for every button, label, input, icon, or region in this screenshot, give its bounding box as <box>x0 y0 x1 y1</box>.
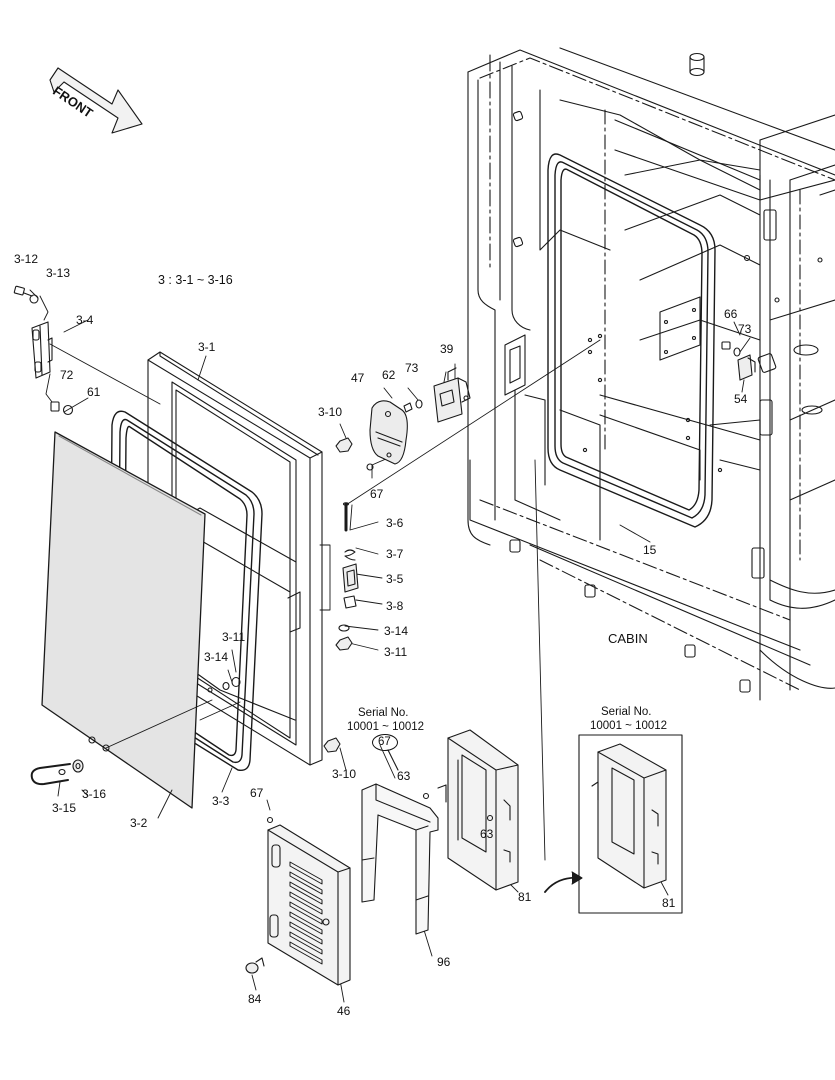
callout-3-8: 3-8 <box>386 599 404 613</box>
u-handle-3-15 <box>30 763 71 786</box>
nut-3-10-top <box>335 437 353 453</box>
washer-61 <box>62 404 74 416</box>
callout-66: 66 <box>724 307 738 321</box>
washer-3-14 <box>338 624 350 632</box>
striker-54 <box>737 354 756 381</box>
callout-15: 15 <box>643 543 657 557</box>
washer-73-left <box>415 399 423 409</box>
callout-3-12: 3-12 <box>14 252 39 266</box>
callout-3-10-bottom: 3-10 <box>332 767 357 781</box>
callout-3-1: 3-1 <box>198 340 216 354</box>
callout-3-7: 3-7 <box>386 547 404 561</box>
glass-seal-3-3 <box>109 410 263 771</box>
storage-box-81-inset <box>591 743 667 889</box>
cabin-label: CABIN <box>608 631 648 646</box>
serial-inset-frame <box>578 734 683 914</box>
callout-67-top: 67 <box>370 487 384 501</box>
callout-3-14-left: 3-14 <box>204 650 229 664</box>
washer-3-13 <box>29 294 39 304</box>
callout-3-13: 3-13 <box>46 266 71 280</box>
washer-73-right <box>733 347 741 357</box>
serial-left-range: 10001 ~ 10012 <box>347 721 425 733</box>
hinge-3-4 <box>31 321 53 379</box>
door-lock-39 <box>433 367 471 423</box>
bolt-66 <box>721 341 731 350</box>
latch-3-5 <box>342 563 359 593</box>
callout-73-right: 73 <box>738 322 752 336</box>
callout-3-2: 3-2 <box>130 816 148 830</box>
callout-67-bottom: 67 <box>250 786 264 800</box>
storage-box-81 <box>422 729 519 891</box>
callout-3-14-right: 3-14 <box>384 624 409 638</box>
callout-81-main: 81 <box>518 890 532 904</box>
circled-part-ring <box>372 734 398 751</box>
knob-84 <box>245 957 265 974</box>
spring-3-7 <box>344 549 356 561</box>
callout-3-11-right: 3-11 <box>384 645 408 659</box>
serial-left-title: Serial No. <box>358 707 409 719</box>
serial-leader <box>387 749 399 771</box>
lock-cover-47 <box>369 400 408 465</box>
callout-3-11-left: 3-11 <box>222 630 246 644</box>
callout-63-left: 63 <box>397 769 411 783</box>
callout-96: 96 <box>437 955 451 969</box>
glass-pane-3-2 <box>41 431 206 809</box>
bolt-3-12 <box>13 285 33 297</box>
nut-3-10-bottom <box>323 737 341 753</box>
callout-3-15: 3-15 <box>52 801 77 815</box>
front-arrow <box>49 67 143 134</box>
serial-left-circled-part: 67 <box>378 736 391 748</box>
stay-96 <box>361 783 439 935</box>
callout-63-box: 63 <box>480 827 494 841</box>
nut-3-16 <box>72 759 84 773</box>
callout-62: 62 <box>382 368 396 382</box>
callout-61: 61 <box>87 385 101 399</box>
callout-39: 39 <box>440 342 454 356</box>
cabin-frame <box>467 47 835 701</box>
nut-3-11 <box>335 636 353 651</box>
serial-right-range: 10001 ~ 10012 <box>590 720 668 732</box>
bolt-72 <box>50 401 60 412</box>
callout-81-inset: 81 <box>662 896 676 910</box>
nut-3-11-lower <box>231 676 241 688</box>
clip-3-8 <box>343 595 357 609</box>
door-seal-15 <box>547 153 716 528</box>
cover-plate-46 <box>266 816 351 986</box>
callout-46: 46 <box>337 1004 351 1018</box>
callout-72: 72 <box>60 368 74 382</box>
callout-73-left: 73 <box>405 361 419 375</box>
screw-62 <box>403 402 413 413</box>
serial-right-title: Serial No. <box>601 706 652 718</box>
leader-lines <box>29 289 751 1003</box>
screw-67-top <box>366 463 374 471</box>
callout-3-4: 3-4 <box>76 313 94 327</box>
callout-54: 54 <box>734 392 748 406</box>
callout-3-10-top: 3-10 <box>318 405 343 419</box>
callout-3-6: 3-6 <box>386 516 404 530</box>
callout-47: 47 <box>351 371 365 385</box>
callout-3-3: 3-3 <box>212 794 230 808</box>
callout-84: 84 <box>248 992 262 1006</box>
inset-pointer-arrowhead <box>571 871 583 885</box>
pin-3-6 <box>342 502 350 532</box>
callout-3-16: 3-16 <box>82 787 107 801</box>
washer-3-14-lower <box>222 681 230 691</box>
callout-3-5: 3-5 <box>386 572 404 586</box>
group-note: 3 : 3-1 ~ 3-16 <box>158 273 233 287</box>
